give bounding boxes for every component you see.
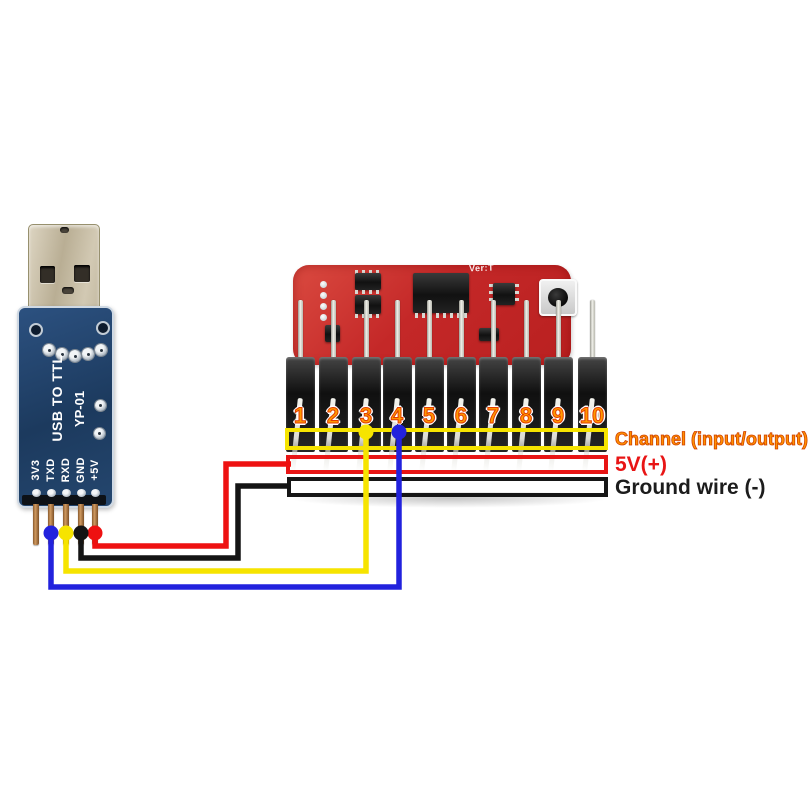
board-pad bbox=[320, 314, 327, 321]
usb-pin-label: +5V bbox=[89, 459, 101, 481]
board-pin bbox=[330, 300, 336, 360]
usb-solder-pad bbox=[90, 489, 100, 497]
pcb-solder-pad bbox=[56, 348, 68, 360]
push-button bbox=[539, 279, 577, 316]
usb-pin-label: RXD bbox=[60, 457, 72, 483]
ic-pins bbox=[515, 284, 519, 304]
board-pad bbox=[320, 303, 327, 310]
usb-solder-pad bbox=[31, 489, 41, 497]
ic-pins bbox=[355, 270, 381, 274]
usb-shell-slot bbox=[62, 287, 74, 294]
channel-number: 4 bbox=[390, 403, 404, 429]
pcb-solder-pad bbox=[43, 344, 55, 356]
board-pin bbox=[458, 300, 464, 360]
board-pin bbox=[297, 300, 303, 360]
usb-solder-pad bbox=[46, 489, 56, 497]
usb-pin bbox=[33, 504, 39, 545]
channel-number: 8 bbox=[519, 403, 533, 429]
usb-solder-pad bbox=[61, 489, 71, 497]
usb-shell-slot bbox=[60, 227, 69, 233]
ground-row-outline bbox=[287, 477, 608, 497]
board-pin bbox=[523, 300, 529, 360]
ic-pins bbox=[489, 284, 493, 304]
channel-number: 10 bbox=[579, 403, 605, 429]
pcb-mount-hole bbox=[96, 321, 110, 335]
pcb-solder-pad bbox=[95, 344, 107, 356]
power-legend-label: 5V(+) bbox=[615, 453, 667, 476]
usb-connector-shell bbox=[28, 224, 100, 314]
usb-pin-label: 3V3 bbox=[30, 459, 42, 481]
channel-number: 3 bbox=[359, 403, 373, 429]
soic-chip bbox=[355, 273, 381, 290]
channel-number: 5 bbox=[422, 403, 436, 429]
usb-contact-hole bbox=[74, 265, 90, 282]
board-pin bbox=[589, 300, 595, 360]
board-version-text: Ver:T bbox=[468, 262, 495, 274]
channel-number: 7 bbox=[486, 403, 500, 429]
mcu-pins bbox=[415, 313, 467, 318]
usb-ttl-title-text: USB TO TTL bbox=[49, 354, 65, 442]
ground-legend-label: Ground wire (-) bbox=[615, 476, 766, 499]
channel-number: 9 bbox=[551, 403, 565, 429]
channel-number: 2 bbox=[326, 403, 340, 429]
board-pin bbox=[363, 300, 369, 360]
power-row-outline bbox=[286, 455, 608, 474]
ic-pins bbox=[355, 290, 381, 294]
board-pin bbox=[426, 300, 432, 360]
pcb-mount-hole bbox=[29, 323, 43, 337]
usb-pin bbox=[63, 504, 69, 545]
pcb-side-pad bbox=[95, 400, 106, 411]
board-pin bbox=[394, 300, 400, 360]
smd-component bbox=[479, 328, 499, 341]
channel-number: 6 bbox=[454, 403, 468, 429]
push-button-cap bbox=[548, 288, 568, 307]
pcb-solder-pad bbox=[82, 348, 94, 360]
pcb-solder-pad bbox=[69, 350, 81, 362]
usb-solder-pad bbox=[76, 489, 86, 497]
soic-chip bbox=[493, 283, 515, 305]
usb-pin bbox=[48, 504, 54, 545]
board-pad bbox=[320, 292, 327, 299]
usb-ttl-model-text: YP-01 bbox=[72, 390, 87, 428]
usb-pin bbox=[78, 504, 84, 545]
board-pad bbox=[320, 281, 327, 288]
usb-pin bbox=[92, 504, 98, 545]
channel-row-outline bbox=[285, 428, 608, 450]
channel-number: 1 bbox=[293, 403, 307, 429]
usb-contact-hole bbox=[40, 266, 55, 283]
pcb-side-pad bbox=[94, 428, 105, 439]
power-wire bbox=[92, 461, 291, 549]
usb-pin-label: TXD bbox=[45, 458, 57, 482]
channel-legend-label: Channel (input/output) bbox=[615, 429, 809, 450]
usb-pin-label: GND bbox=[75, 457, 87, 483]
board-pin bbox=[555, 300, 561, 360]
board-pin bbox=[490, 300, 496, 360]
